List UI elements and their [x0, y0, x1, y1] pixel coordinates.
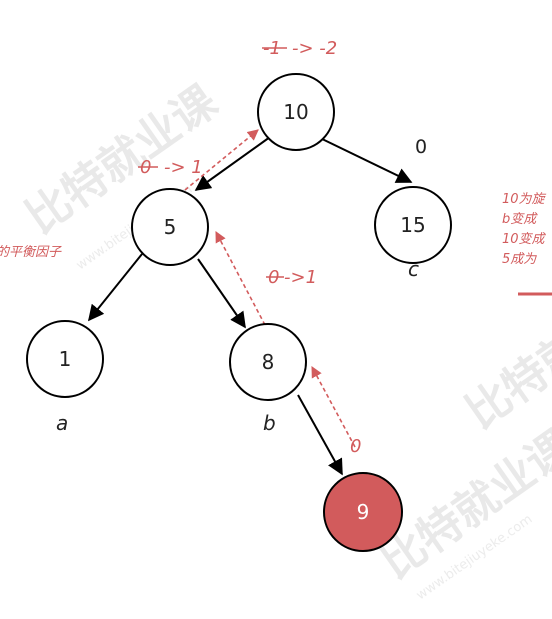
node-1: 1: [26, 320, 104, 398]
node-label: 8: [262, 350, 275, 374]
edge-10-15: [317, 136, 413, 183]
path-5-10: [184, 129, 259, 191]
edge-8-9: [297, 394, 343, 476]
right-note-line: 10变成: [502, 231, 547, 247]
right-notes: 10为旋 b变成 10变成 5成为: [502, 192, 552, 296]
node-label: 15: [400, 213, 425, 237]
subtree-label-a: a: [56, 411, 68, 435]
edge-10-5: [194, 136, 271, 191]
bf-node-9: 0: [350, 436, 361, 457]
node-5: 5: [131, 188, 209, 266]
node-label: 10: [283, 100, 308, 124]
node-circle: [131, 188, 209, 266]
right-note-line: 10为旋: [502, 192, 547, 207]
bf-node-5: 0 -> 1: [138, 157, 203, 178]
edge-5-1: [87, 253, 143, 322]
left-note: 的平衡因子: [0, 245, 62, 260]
subtree-label-c: c: [408, 257, 419, 281]
node-circle: [229, 323, 307, 401]
node-label: 1: [59, 347, 72, 371]
edge-5-8: [197, 258, 246, 329]
bf-node-8: 0 ->1: [266, 267, 317, 288]
right-note-line: b变成: [502, 211, 538, 227]
node-label: 5: [164, 215, 177, 239]
balance-update-path: [184, 129, 356, 448]
node-9: 9: [323, 472, 403, 552]
path-8-5: [215, 231, 266, 326]
bf-new-value: ->1: [284, 267, 317, 288]
node-circle: [374, 186, 452, 264]
path-9-8: [311, 366, 356, 448]
right-note-line: 5成为: [502, 252, 537, 267]
bf-node-15: 0: [415, 136, 427, 158]
watermark-brand-3: 比特就业课: [457, 270, 552, 439]
node-circle: [26, 320, 104, 398]
subtree-label-b: b: [263, 411, 276, 435]
node-15: 15: [374, 186, 452, 264]
node-label: 9: [357, 500, 370, 524]
node-10: 10: [257, 73, 335, 151]
node-8: 8: [229, 323, 307, 401]
bf-node-10: -1 -> -2: [262, 38, 337, 59]
node-circle-highlighted: [323, 472, 403, 552]
bf-new-value: -> -2: [292, 38, 337, 59]
tree-edges: [87, 136, 413, 476]
bf-new-value: -> 1: [164, 157, 203, 178]
node-circle: [257, 73, 335, 151]
